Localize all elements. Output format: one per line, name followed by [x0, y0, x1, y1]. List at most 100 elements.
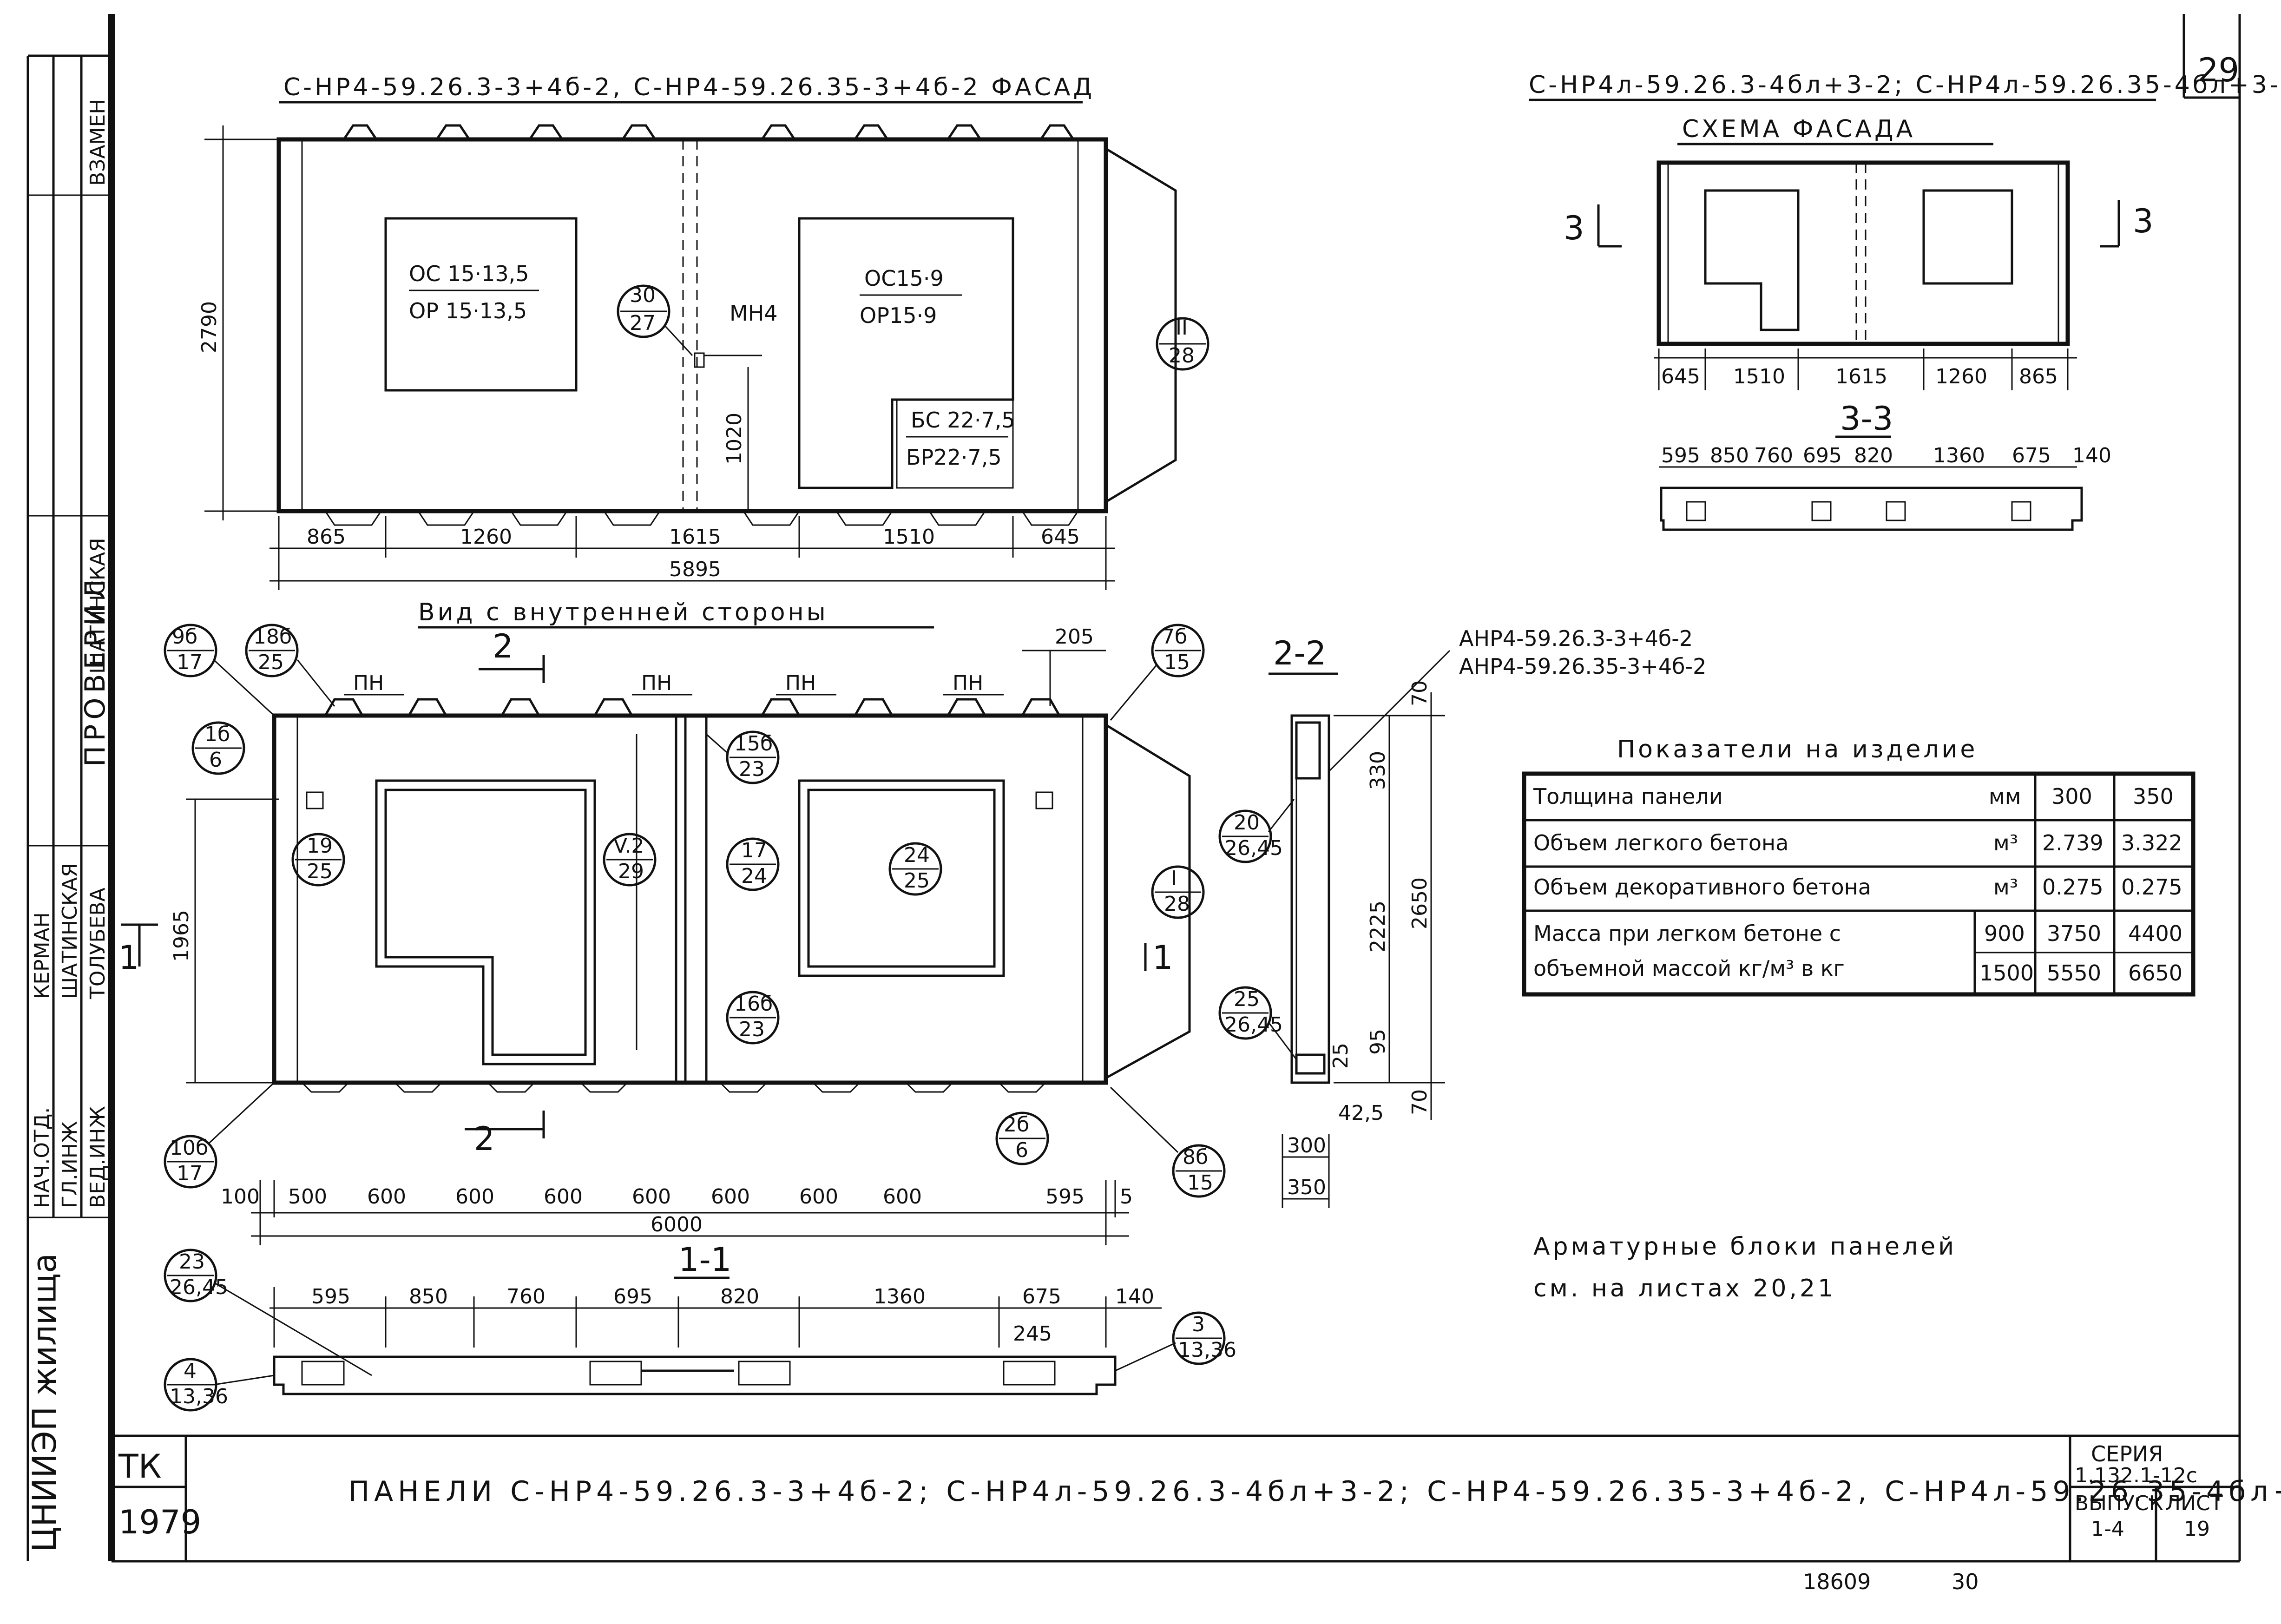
year-label: 1979 — [118, 1503, 201, 1541]
scheme-dim-3: 1260 — [1935, 365, 1987, 388]
org-name: ЦНИИЭП жилища — [26, 1253, 64, 1552]
win2-bottom: ОР15·9 — [860, 303, 937, 328]
issue-label: ВЫПУСК — [2075, 1492, 2163, 1515]
scheme-sec-7: 140 — [2072, 444, 2111, 467]
name-3: ШАТИНСКАЯ — [86, 538, 110, 674]
inner-view: Вид с внутренней стороны ПН ПН ПН ПН 2 2… — [118, 598, 1226, 1245]
callout-10-bottom: 28 — [1164, 892, 1190, 916]
mass0-v2: 4400 — [2128, 921, 2182, 946]
facade-dim-1: 1260 — [460, 525, 512, 549]
row0-unit: мм — [1989, 784, 2021, 809]
row0-v2: 350 — [2133, 784, 2174, 809]
row2-v1: 0.275 — [2042, 874, 2104, 900]
anr-1: АНР4-59.26.3-3+4б-2 — [1459, 626, 1693, 651]
sec11-callout-2-top: 3 — [1192, 1313, 1205, 1336]
facade-scheme: С-НР4л-59.26.3-4бл+3-2; С-НР4л-59.26.35-… — [1529, 71, 2281, 531]
mass0-density: 900 — [1984, 921, 2025, 946]
row1-name: Объем легкого бетона — [1533, 830, 1788, 855]
callout-11-bottom: 17 — [177, 1162, 203, 1185]
callout-1-bottom: 25 — [258, 651, 284, 674]
callout-10-top: I — [1171, 867, 1177, 890]
sec11-d2: 760 — [506, 1285, 546, 1308]
row1-v1: 2.739 — [2042, 830, 2104, 855]
sec11-d0: 595 — [311, 1285, 350, 1308]
main-title: ПАНЕЛИ С-НР4-59.26.3-3+4б-2; С-НР4л-59.2… — [348, 1475, 2281, 1508]
scheme-dim-4: 865 — [2019, 365, 2058, 388]
win1-bottom: ОР 15·13,5 — [409, 298, 527, 323]
sec22-callout-1-top: 25 — [1234, 987, 1260, 1011]
callout-4-bottom: 29 — [618, 860, 644, 883]
inventory-number-2: 30 — [1952, 1569, 1979, 1594]
callout-13-bottom: 15 — [1187, 1171, 1213, 1195]
checked-label: ПРОВЕРИЛ — [79, 574, 112, 767]
note-line-2: см. на листах 20,21 — [1533, 1275, 1836, 1302]
callout-3-bottom: 25 — [307, 860, 333, 883]
inner-title: Вид с внутренней стороны — [418, 598, 828, 626]
sec22-d5: 70 — [1408, 1089, 1432, 1115]
inner-dim-5: 600 — [632, 1185, 671, 1209]
sec11-d5: 1360 — [874, 1285, 926, 1308]
sec22-title: 2-2 — [1273, 634, 1326, 672]
callout-8-top: 16б — [734, 992, 773, 1016]
pn-label-1: ПН — [641, 671, 672, 695]
scheme-dim-1: 1510 — [1733, 365, 1785, 388]
inner-dim-4: 600 — [544, 1185, 583, 1209]
scheme-title-1: С-НР4л-59.26.3-4бл+3-2; С-НР4л-59.26.35-… — [1529, 71, 2281, 99]
series-label: СЕРИЯ — [2091, 1441, 2163, 1466]
row1-v2: 3.322 — [2121, 830, 2182, 855]
cut1-left: 1 — [118, 939, 139, 977]
callout-11-top: 10б — [170, 1136, 208, 1160]
callout-8-bottom: 23 — [739, 1018, 765, 1041]
callout-4-top: V.2 — [613, 834, 644, 858]
inner-callouts: 9б 17 18б 25 1б 6 19 25 V.2 29 15б 23 17… — [164, 624, 1226, 1198]
indicators-table: Показатели на изделие Толщина панели мм … — [1522, 736, 2196, 997]
note-line-1: Арматурные блоки панелей — [1533, 1233, 1957, 1261]
facade-height: 2790 — [197, 301, 221, 353]
section-2-2: 2-2 АНР4-59.26.3-3+4б-2 АНР4-59.26.35-3+… — [1218, 626, 1706, 1208]
scheme-sec-1: 850 — [1710, 444, 1749, 467]
reinforcement-note: Арматурные блоки панелей см. на листах 2… — [1533, 1233, 1957, 1302]
mass-name-1: Масса при легком бетоне с — [1533, 921, 1841, 946]
row1-unit: м³ — [1993, 830, 2018, 855]
facade-callout-a-top: 30 — [630, 283, 656, 307]
sec22-d0: 70 — [1408, 680, 1432, 706]
callout-5-bottom: 23 — [739, 757, 765, 781]
sec11-d245: 245 — [1013, 1322, 1052, 1346]
sec11-callout-0-top: 23 — [179, 1250, 205, 1274]
facade-dim-4: 645 — [1041, 525, 1080, 549]
vzamen-label: ВЗАМЕН — [86, 99, 110, 186]
scheme-sec-3: 695 — [1803, 444, 1842, 467]
sec11-d6: 675 — [1022, 1285, 1061, 1308]
name-1: ШАТИНСКАЯ — [58, 863, 82, 999]
callout-6-bottom: 24 — [741, 864, 767, 888]
cut2-top: 2 — [493, 627, 513, 665]
tk-label: ТК — [118, 1447, 161, 1486]
door-top: БС 22·7,5 — [911, 408, 1015, 433]
mass1-v1: 5550 — [2047, 960, 2101, 986]
facade-dim-2: 1615 — [669, 525, 721, 549]
sec22-d425: 42,5 — [1338, 1101, 1384, 1125]
staff-0: НАЧ.ОТД. — [30, 1107, 54, 1208]
sec22-t300: 300 — [1287, 1134, 1326, 1157]
row0-v1: 300 — [2051, 784, 2092, 809]
sec11-callout-2-bottom: 13,36 — [1178, 1338, 1236, 1362]
door-bottom: БР22·7,5 — [906, 445, 1002, 470]
sec22-callout-0-bottom: 26,45 — [1224, 836, 1283, 860]
scheme-section-title: 3-3 — [1840, 400, 1893, 438]
left-strip: ЦНИИЭП жилища ВЗАМЕН ПРОВЕРИЛ НАЧ.ОТД. Г… — [26, 99, 112, 1552]
sec22-d3: 95 — [1366, 1029, 1390, 1055]
name-0: КЕРМАН — [30, 912, 54, 999]
callout-6-top: 17 — [741, 839, 767, 862]
callout-12-top: 2б — [1004, 1113, 1029, 1137]
pn-label-2: ПН — [785, 671, 816, 695]
scheme-sec-0: 595 — [1661, 444, 1700, 467]
inner-dim-3: 600 — [455, 1185, 494, 1209]
callout-9-top: 7б — [1162, 625, 1187, 649]
inventory-number: 18609 — [1803, 1569, 1871, 1594]
row2-name: Объем декоративного бетона — [1533, 874, 1871, 900]
name-2: ТОЛУБЕВА — [86, 888, 110, 999]
sec11-d1: 850 — [409, 1285, 448, 1308]
callout-5-top: 15б — [734, 732, 773, 756]
inner-dim-0: 100 — [221, 1185, 260, 1209]
